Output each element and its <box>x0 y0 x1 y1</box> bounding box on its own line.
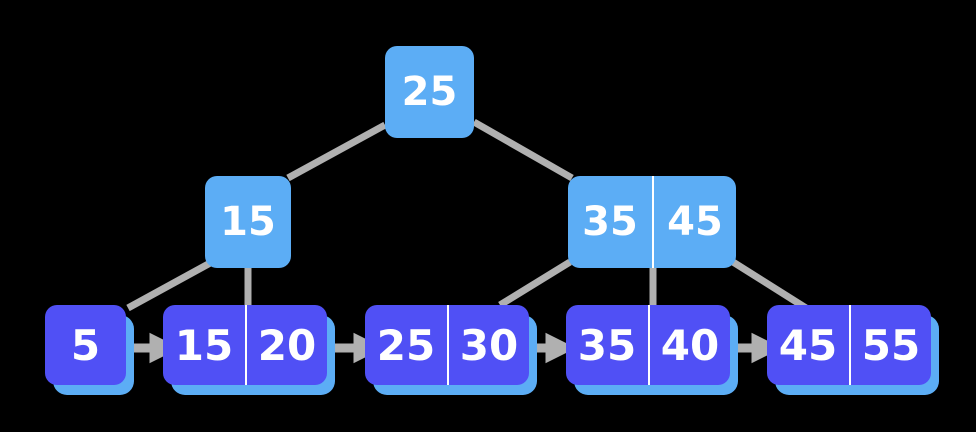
node-leaf-2[interactable]: 15 20 <box>163 305 335 395</box>
leaf-1-cells: 5 <box>45 305 126 385</box>
node-internal-left[interactable]: 15 <box>205 176 291 268</box>
node-leaf-5[interactable]: 45 55 <box>767 305 939 395</box>
node-leaf-1[interactable]: 5 <box>45 305 134 395</box>
internal-left-key-cell-0: 15 <box>205 176 291 268</box>
edge-internal-left-to-leaf1 <box>126 258 214 312</box>
leaf-3-cells: 25 30 <box>365 305 529 385</box>
leaf-link-4-5 <box>737 332 783 364</box>
node-leaf-3[interactable]: 25 30 <box>365 305 537 395</box>
leaf-2-key-cell-1: 20 <box>245 305 327 385</box>
leaf-5-cells: 45 55 <box>767 305 931 385</box>
leaf-4-key-cell-1: 40 <box>648 305 730 385</box>
edge-internal-right-to-leaf5 <box>731 259 808 311</box>
leaf-1-key-cell-0: 5 <box>45 305 126 385</box>
node-root[interactable]: 25 <box>385 46 474 138</box>
edge-root-to-internal-right <box>472 118 574 182</box>
edge-internal-right-to-leaf3 <box>498 259 572 308</box>
leaf-4-cells: 35 40 <box>566 305 730 385</box>
edge-root-to-internal-left <box>286 121 387 182</box>
node-leaf-4[interactable]: 35 40 <box>566 305 738 395</box>
internal-right-key-cell-0: 35 <box>568 176 652 268</box>
node-internal-right[interactable]: 35 45 <box>568 176 736 268</box>
leaf-5-key-cell-0: 45 <box>767 305 849 385</box>
leaf-3-key-cell-1: 30 <box>447 305 529 385</box>
leaf-2-cells: 15 20 <box>163 305 327 385</box>
root-key-cell-0: 25 <box>385 46 474 138</box>
internal-right-key-cell-1: 45 <box>652 176 736 268</box>
leaf-3-key-cell-0: 25 <box>365 305 447 385</box>
leaf-4-key-cell-0: 35 <box>566 305 648 385</box>
leaf-5-key-cell-1: 55 <box>849 305 931 385</box>
leaf-2-key-cell-0: 15 <box>163 305 245 385</box>
